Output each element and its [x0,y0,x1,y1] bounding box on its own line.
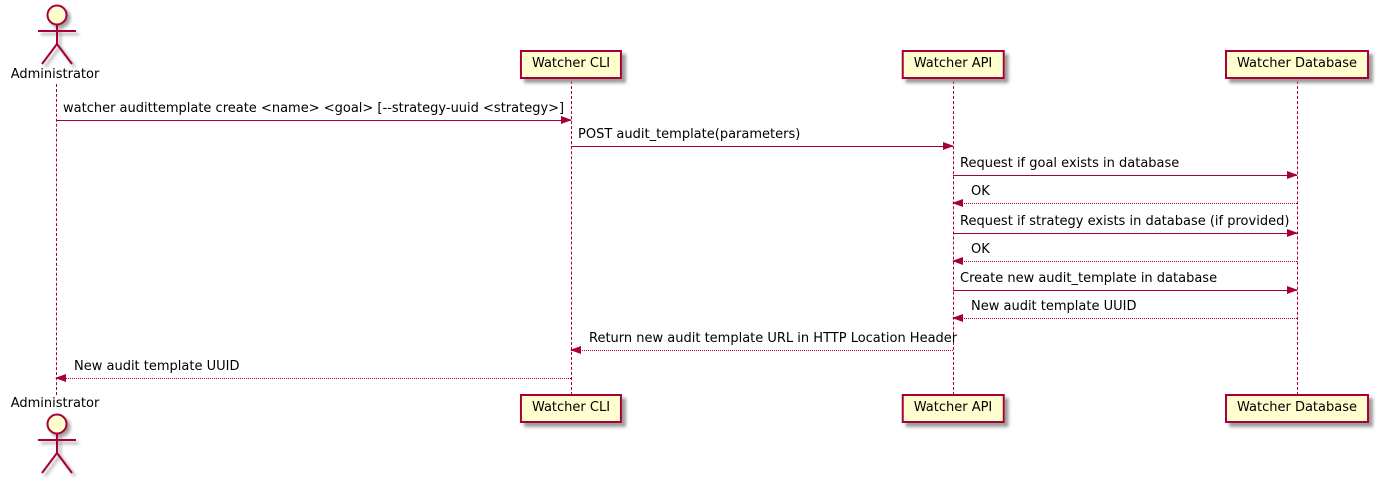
participant-cli-bottom: Watcher CLI [519,394,623,423]
arrowhead-icon [1287,229,1298,237]
message-line-solid [953,290,1297,291]
arrowhead-icon [561,116,572,124]
message-label: OK [971,184,990,199]
message-label: OK [971,242,990,257]
message-line-dotted [56,378,571,379]
message-label: New audit template UUID [971,299,1137,314]
actor-label-top: Administrator [10,67,100,82]
lifeline-db [1297,81,1298,395]
actor-figure-top [34,4,80,70]
message-line-solid [56,120,571,121]
participant-db-bottom: Watcher Database [1225,394,1369,423]
actor-lifeline [56,84,57,395]
message-label: New audit template UUID [74,359,240,374]
message-line-solid [953,233,1297,234]
arrowhead-icon [952,314,963,322]
arrowhead-icon [1287,171,1298,179]
message-line-dotted [571,350,953,351]
lifeline-api [953,81,954,395]
message-line-solid [571,146,953,147]
arrowhead-icon [952,199,963,207]
message-label: Request if strategy exists in database (… [960,214,1290,229]
actor-icon [38,4,76,65]
arrowhead-icon [55,374,66,382]
participant-db-top: Watcher Database [1225,50,1369,79]
message-line-solid [953,175,1297,176]
arrowhead-icon [570,346,581,354]
message-line-dotted [953,261,1297,262]
actor-label-bottom: Administrator [10,396,100,411]
lifeline-cli [571,81,572,395]
arrowhead-icon [952,257,963,265]
message-line-dotted [953,318,1297,319]
actor-icon [38,413,76,474]
actor-figure-bottom [34,413,80,479]
participant-api-top: Watcher API [901,50,1005,79]
message-label: watcher audittemplate create <name> <goa… [63,101,565,116]
message-label: POST audit_template(parameters) [578,127,801,142]
arrowhead-icon [1287,286,1298,294]
message-label: Return new audit template URL in HTTP Lo… [589,331,958,346]
message-label: Request if goal exists in database [960,156,1180,171]
participant-cli-top: Watcher CLI [519,50,623,79]
participant-api-bottom: Watcher API [901,394,1005,423]
arrowhead-icon [943,142,954,150]
message-line-dotted [953,203,1297,204]
message-label: Create new audit_template in database [960,271,1218,286]
